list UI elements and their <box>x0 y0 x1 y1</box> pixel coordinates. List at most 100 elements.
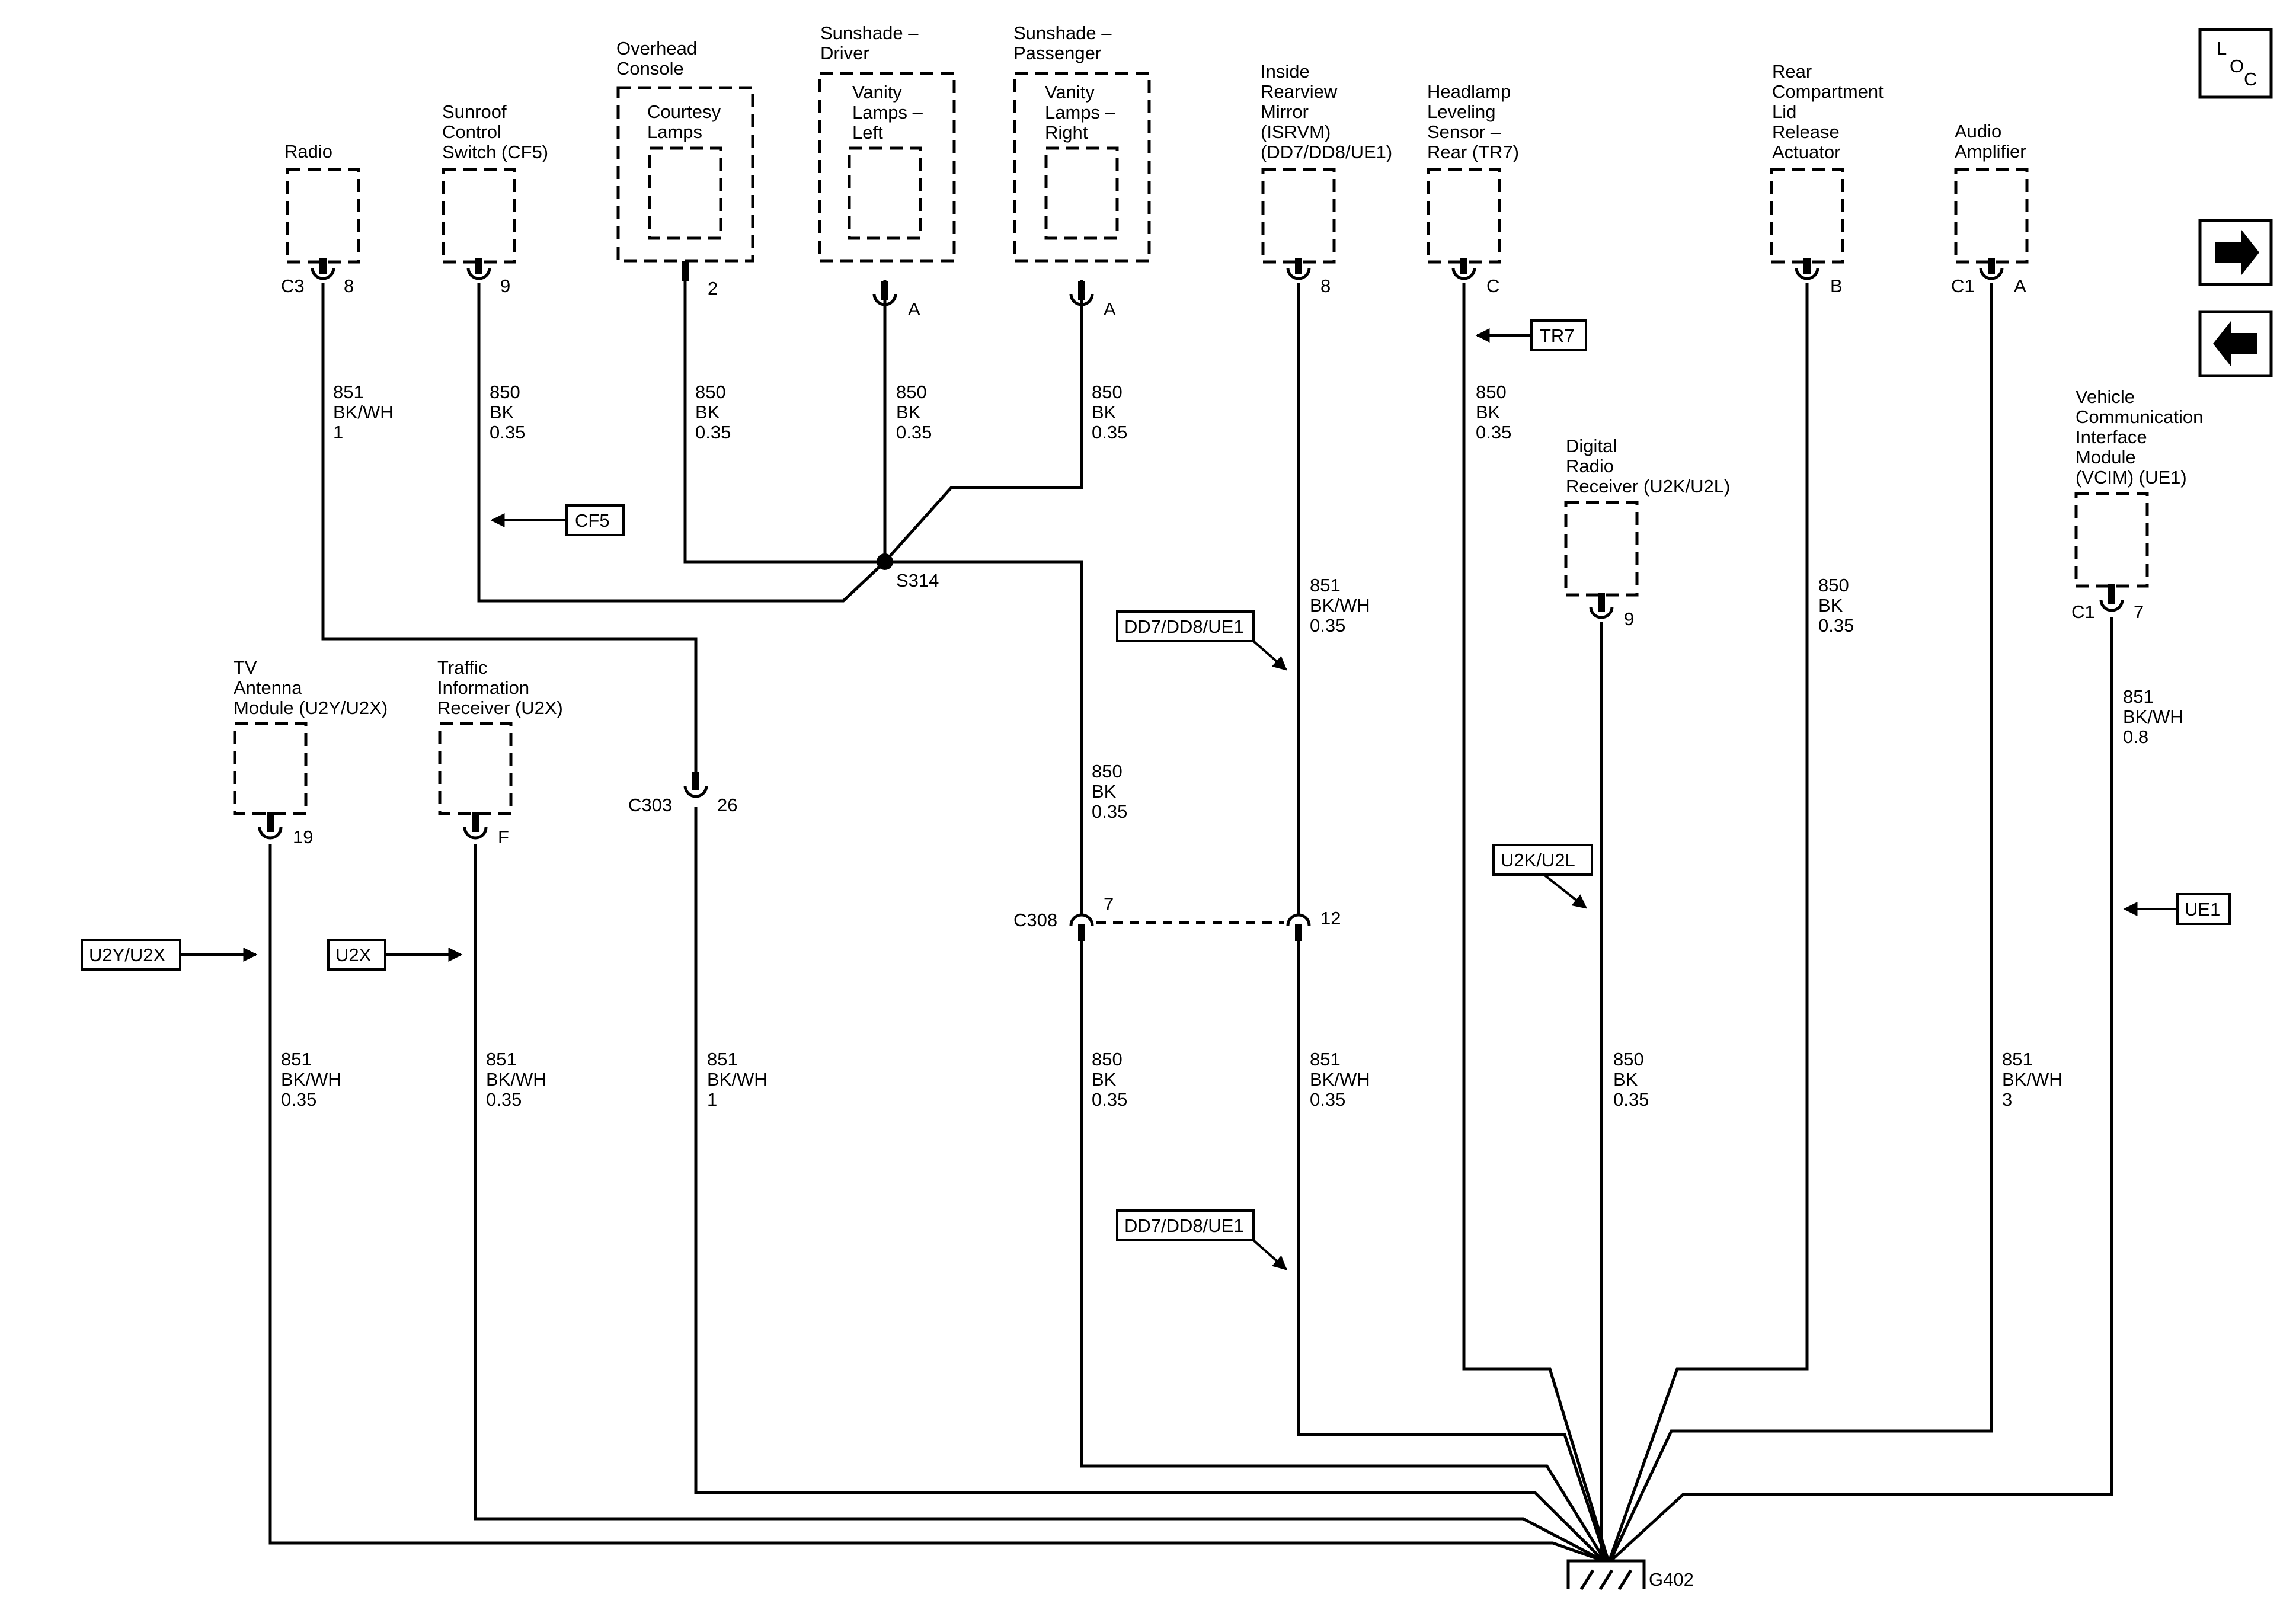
loc-letter-l: L <box>2217 38 2227 59</box>
tag-u2k-arrow <box>1543 873 1587 909</box>
tag-u2y-label: U2Y/U2X <box>89 945 166 965</box>
wire-label-mirror-lower: 851 BK/WH 0.35 <box>1310 1049 1375 1110</box>
tv-antenna-socket <box>258 827 283 840</box>
wire-c303-ground <box>694 807 1604 1561</box>
wire-overhead <box>683 280 885 564</box>
sunshade-passenger-outer-box <box>1013 72 1151 263</box>
tag-u2x-label: U2X <box>335 945 372 965</box>
wires <box>268 280 2113 1561</box>
sunroof-socket <box>466 267 491 280</box>
c308-label: C308 <box>1013 910 1057 930</box>
sunshade-passenger-pin <box>1078 281 1085 300</box>
component-labels: Radio C3 8 Sunroof Control Switch (CF5) … <box>234 23 2203 930</box>
amplifier-pin-label: A <box>2014 276 2026 296</box>
digital-radio-pin <box>1598 593 1605 612</box>
loc-letter-o: O <box>2230 56 2244 76</box>
sunshade-driver-pin-label: A <box>908 299 920 319</box>
sunshade-driver-outer-box <box>818 72 956 263</box>
sunroof-pin <box>475 258 482 274</box>
wire-label-amplifier: 851 BK/WH 3 <box>2002 1049 2067 1110</box>
ground-hatch-3 <box>1617 1569 1633 1590</box>
mirror-socket <box>1286 267 1311 280</box>
radio-socket <box>311 267 335 280</box>
traffic-pin <box>472 812 479 832</box>
rear-lid-pin <box>1803 258 1811 274</box>
loc-button[interactable]: L O C <box>2198 28 2273 99</box>
ground-hatch-2 <box>1598 1569 1614 1590</box>
connector-symbols <box>258 258 2124 941</box>
tv-antenna-pin <box>267 812 274 832</box>
radio-pin <box>319 258 327 274</box>
wire-radio <box>321 283 698 772</box>
rear-lid-actuator-box <box>1770 168 1844 264</box>
vanity-left-name: Vanity Lamps – Left <box>852 82 928 143</box>
c308-left-pin-label: 7 <box>1104 894 1114 914</box>
wire-label-mirror-upper: 851 BK/WH 0.35 <box>1310 575 1375 636</box>
c308-right-pin <box>1295 924 1302 941</box>
wire-label-traffic: 851 BK/WH 0.35 <box>486 1049 551 1110</box>
traffic-name: Traffic Information Receiver (U2X) <box>437 657 563 718</box>
tv-antenna-name: TV Antenna Module (U2Y/U2X) <box>234 657 388 718</box>
wire-vcim-ground <box>1611 617 2113 1561</box>
wire-amplifier-ground <box>1609 283 1993 1561</box>
tag-tr7-label: TR7 <box>1540 325 1575 346</box>
courtesy-lamps-box <box>648 146 722 240</box>
traffic-pin-label: F <box>498 827 509 847</box>
tag-cf5-box <box>565 504 625 536</box>
overhead-pin-label: 2 <box>708 278 718 299</box>
loc-letter-c: C <box>2244 69 2257 89</box>
wire-label-tv-antenna: 851 BK/WH 0.35 <box>281 1049 346 1110</box>
mirror-pin <box>1295 258 1302 274</box>
vcim-box <box>2074 492 2149 588</box>
wire-c308-ground <box>1080 936 1606 1561</box>
amplifier-connector-label: C1 <box>1951 276 1975 296</box>
headlamp-socket <box>1451 267 1476 280</box>
ground-bracket <box>1566 1559 1646 1589</box>
sunshade-passenger-name: Sunshade – Passenger <box>1013 23 1117 63</box>
mirror-name: Inside Rearview Mirror (ISRVM) (DD7/DD8/… <box>1261 61 1392 162</box>
tag-dd7-lower-label: DD7/DD8/UE1 <box>1124 1215 1244 1236</box>
digital-radio-socket <box>1589 606 1614 619</box>
wire-label-s314-down: 850 BK 0.35 <box>1092 761 1127 822</box>
wire-label-radio: 851 BK/WH 1 <box>333 382 398 443</box>
tag-dd7-upper-label: DD7/DD8/UE1 <box>1124 616 1244 637</box>
headlamp-name: Headlamp Leveling Sensor – Rear (TR7) <box>1427 81 1519 162</box>
c308-left-pin <box>1078 924 1085 941</box>
digital-radio-pin-label: 9 <box>1624 609 1634 629</box>
tag-ue1-box <box>2176 893 2231 925</box>
c303-pin <box>692 772 699 790</box>
ground-g402: G402 <box>1566 1559 1694 1590</box>
wire-label-c308-down: 850 BK 0.35 <box>1092 1049 1127 1110</box>
sunroof-name: Sunroof Control Switch (CF5) <box>442 101 548 162</box>
vcim-socket <box>2099 599 2124 612</box>
tag-u2k-box <box>1492 844 1593 876</box>
radio-connector-label: C3 <box>281 276 305 296</box>
wire-tv-antenna-ground <box>268 844 1601 1561</box>
sunshade-driver-name: Sunshade – Driver <box>820 23 923 63</box>
headlamp-pin-label: C <box>1486 276 1499 296</box>
c303-label: C303 <box>628 795 672 815</box>
amplifier-name: Audio Amplifier <box>1955 121 2026 162</box>
c308-right-socket <box>1286 913 1311 926</box>
c308-right-pin-label: 12 <box>1320 908 1341 929</box>
wire-s314-c308 <box>885 560 1083 914</box>
vcim-connector-label: C1 <box>2071 601 2095 622</box>
loc-icon[interactable] <box>2198 28 2273 99</box>
tv-antenna-box <box>233 722 308 815</box>
wire-sunshade-passenger <box>884 280 1083 563</box>
wire-label-sunshade-driver: 850 BK 0.35 <box>896 382 932 443</box>
headlamp-pin <box>1460 258 1467 274</box>
digital-radio-name: Digital Radio Receiver (U2K/U2L) <box>1566 436 1730 497</box>
arrow-right-icon <box>2215 230 2259 275</box>
tv-antenna-pin-label: 19 <box>293 827 313 847</box>
wire-sunroof <box>477 283 886 603</box>
wire-mirror-ground <box>1297 936 1608 1560</box>
previous-page-button[interactable] <box>2198 310 2273 377</box>
sunroof-pin-label: 9 <box>500 276 510 296</box>
splice-s314-label: S314 <box>896 570 939 591</box>
ground-label: G402 <box>1649 1569 1694 1590</box>
vanity-lamps-left-box <box>848 146 922 240</box>
arrow-left-icon <box>2213 321 2257 366</box>
next-page-button[interactable] <box>2198 219 2273 286</box>
ground-hatch-1 <box>1579 1569 1595 1590</box>
